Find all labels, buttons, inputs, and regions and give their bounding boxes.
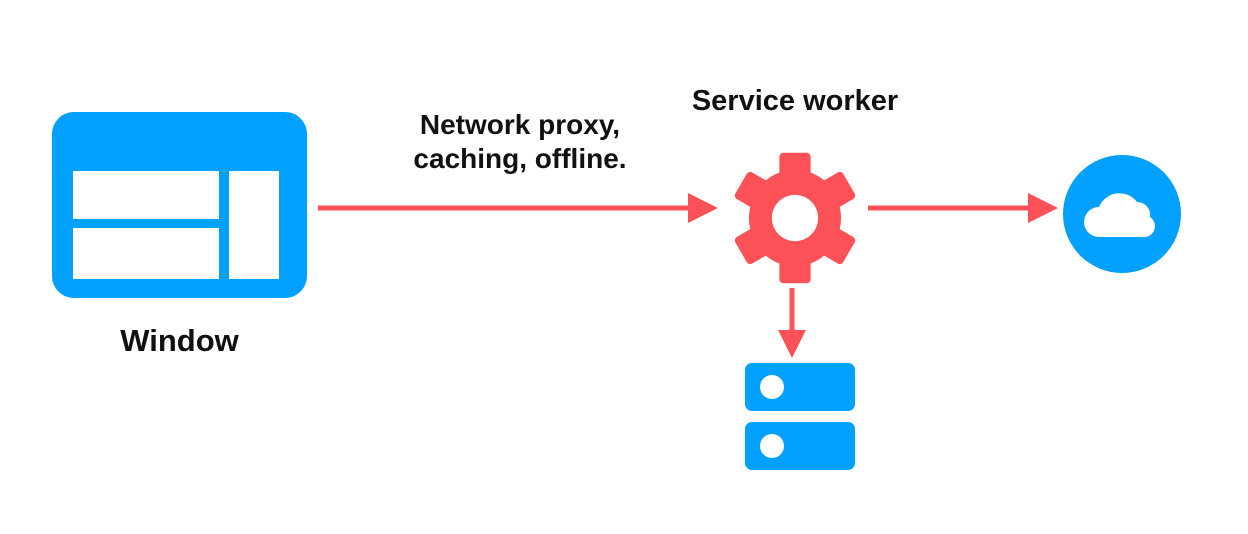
window-node-label: Window [120, 323, 239, 358]
cloud-icon [1084, 193, 1155, 237]
storage-indicator-dot [760, 434, 784, 458]
arrow-service-worker-to-storage [770, 288, 814, 358]
service-worker-label: Service worker [691, 85, 899, 117]
storage-indicator-dot [760, 375, 784, 399]
arrow-right-icon [318, 193, 718, 223]
window-pane-top [73, 171, 219, 219]
window-pane-bottom [73, 228, 219, 279]
cloud-node[interactable] [1063, 155, 1181, 273]
arrow-service-worker-to-cloud [868, 190, 1058, 226]
network-proxy-caption: Network proxy, caching, offline. [413, 109, 627, 175]
arrow-right-icon [868, 193, 1058, 223]
window-node[interactable] [52, 112, 307, 298]
arrow-window-to-service-worker [318, 186, 718, 230]
storage-bar-bottom [745, 422, 855, 470]
storage-bar-top [745, 363, 855, 411]
gear-icon [734, 152, 856, 284]
window-pane-side [229, 171, 279, 279]
arrow-down-icon [778, 288, 806, 358]
browser-window-icon [52, 112, 307, 298]
service-worker-node[interactable] [725, 150, 865, 286]
storage-node[interactable] [745, 363, 855, 470]
